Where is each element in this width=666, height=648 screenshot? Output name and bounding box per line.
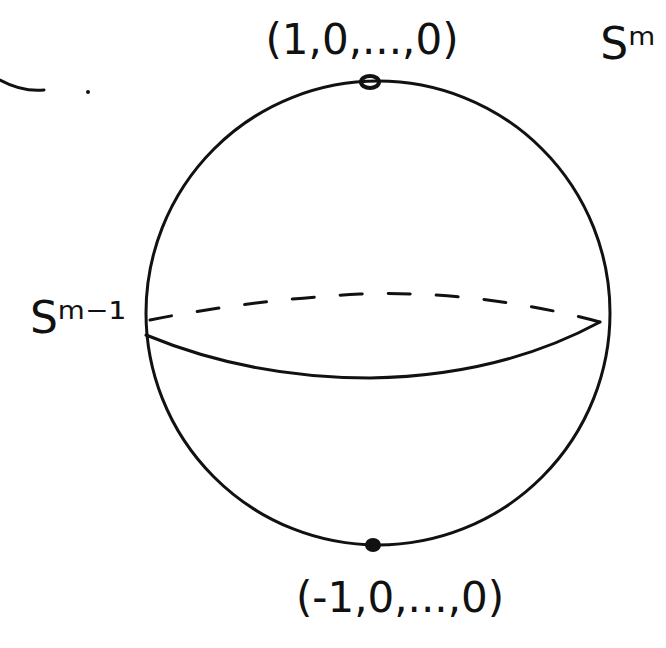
point-label: (1,0,...,0) xyxy=(265,19,458,61)
fragment-stroke xyxy=(0,80,44,90)
equator-front xyxy=(146,322,600,378)
south-pole-dot xyxy=(365,538,381,552)
sphere-label: Sᵐ xyxy=(600,22,655,66)
sphere-outline xyxy=(146,81,610,545)
fragment-dot xyxy=(86,90,90,94)
point-label: (-1,0,...,0) xyxy=(296,577,504,619)
north-pole-dot xyxy=(361,76,379,88)
equator-label: Sᵐ⁻¹ xyxy=(30,296,126,340)
equator-back xyxy=(150,294,600,322)
